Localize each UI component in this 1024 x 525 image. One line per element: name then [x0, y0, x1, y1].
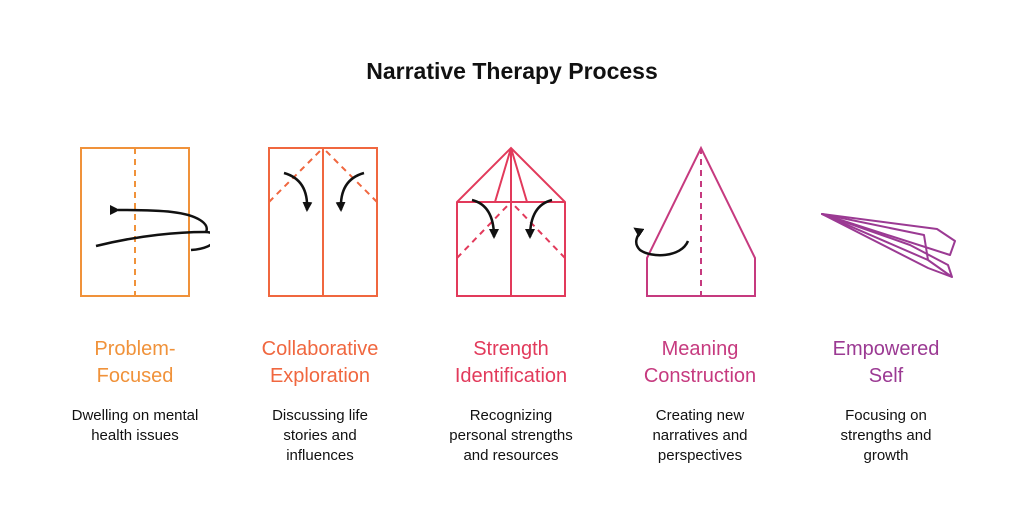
- step-1-label: Problem- Focused: [94, 338, 176, 387]
- folded-paper-stage-3-icon: [436, 140, 586, 308]
- step-2-label: Collaborative Exploration: [261, 338, 379, 387]
- step-5-label: Empowered Self: [832, 338, 940, 387]
- paper-airplane-icon: [812, 140, 962, 308]
- step-3-label: Strength Identification: [454, 338, 568, 387]
- folded-paper-stage-4-icon: [626, 140, 776, 308]
- diagram-title: Narrative Therapy Process: [366, 58, 658, 84]
- step-3-description: Recognizing personal strengths and resou…: [449, 407, 573, 464]
- step-4-label: Meaning Construction: [643, 338, 757, 387]
- step-2-description: Discussing life stories and influences: [272, 407, 368, 464]
- folded-paper-stage-2-icon: [248, 140, 398, 308]
- step-4-description: Creating new narratives and perspectives: [652, 407, 748, 464]
- step-1-description: Dwelling on mental health issues: [71, 407, 199, 444]
- step-5-description: Focusing on strengths and growth: [840, 407, 932, 464]
- folded-paper-stage-1-icon: [60, 140, 210, 308]
